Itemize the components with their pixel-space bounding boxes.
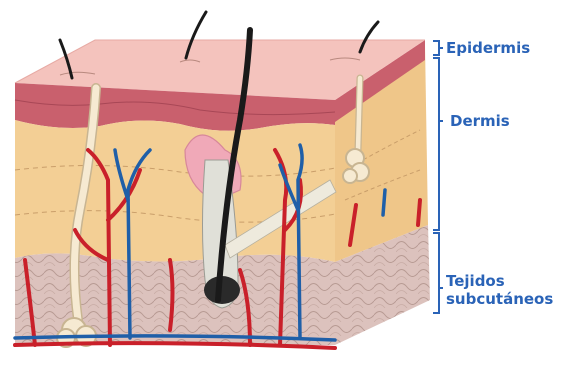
subcutaneous-label: Tejidos subcutáneos (446, 272, 553, 308)
epidermis-bracket (433, 41, 439, 55)
subcutaneous-label-line1: Tejidos (446, 272, 553, 290)
subcutaneous-label-line2: subcutáneos (446, 290, 553, 308)
dermis-bracket (433, 58, 439, 230)
epidermis-label: Epidermis (446, 39, 530, 57)
layer-brackets (433, 41, 443, 313)
subcutaneous-bracket (433, 233, 439, 313)
dermis-label: Dermis (450, 112, 510, 130)
